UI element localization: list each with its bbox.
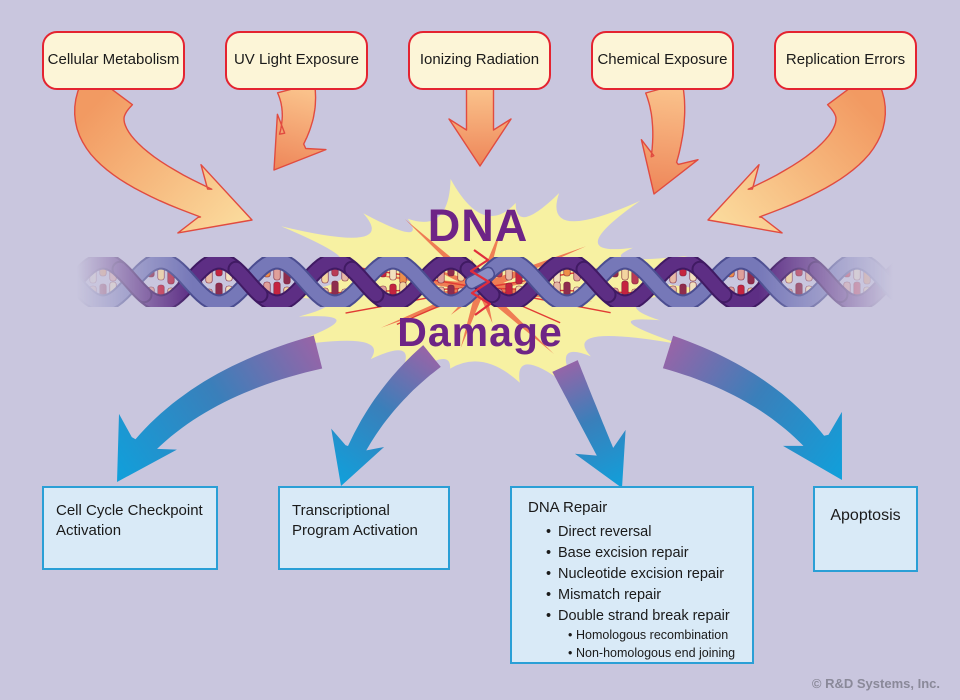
title-dna: DNA <box>427 200 529 251</box>
dna-repair-item: Double strand break repair <box>528 606 744 627</box>
dna-repair-item: Nucleotide excision repair <box>528 564 744 585</box>
copyright-credit: © R&D Systems, Inc. <box>811 676 940 691</box>
helix-strand <box>113 262 151 302</box>
response-arrow-cell-cycle <box>117 335 323 482</box>
dna-repair-title: DNA Repair <box>528 499 608 516</box>
response-arrow-transcription <box>331 345 441 486</box>
cause-arrow-chemical-exposure <box>640 82 699 195</box>
crack-zigzag <box>469 249 492 316</box>
cause-arrow-replication-errors <box>707 70 886 234</box>
response-box-cell-cycle-checkpoint: Cell Cycle Checkpoint Activation <box>42 486 218 570</box>
response-arrows <box>117 335 842 488</box>
helix-strand <box>229 262 267 302</box>
cause-box-ionizing-radiation: Ionizing Radiation <box>408 31 551 90</box>
helix-strand <box>809 262 847 302</box>
cause-arrow-uv-light <box>273 82 327 171</box>
response-label: Apoptosis <box>830 507 901 524</box>
cause-label: Cellular Metabolism <box>47 51 180 69</box>
cause-box-chemical-exposure: Chemical Exposure <box>591 31 734 90</box>
dna-repair-subitem: Homologous recombination <box>528 627 744 645</box>
helix-strand <box>345 262 383 302</box>
cause-box-uv-light-exposure: UV Light Exposure <box>225 31 368 90</box>
dna-repair-item: Base excision repair <box>528 543 744 564</box>
dna-repair-item: Mismatch repair <box>528 585 744 606</box>
broken-strand-fragment <box>464 266 496 290</box>
response-box-apoptosis: Apoptosis <box>813 486 918 572</box>
cause-label: Chemical Exposure <box>597 51 728 69</box>
dna-repair-subitem: Non-homologous end joining <box>528 645 744 663</box>
cause-box-cellular-metabolism: Cellular Metabolism <box>42 31 185 90</box>
cause-label: Ionizing Radiation <box>419 51 540 69</box>
cause-box-replication-errors: Replication Errors <box>774 31 917 90</box>
cause-label: Replication Errors <box>785 51 906 69</box>
dna-break-crack <box>464 249 496 316</box>
cause-label: UV Light Exposure <box>233 51 360 69</box>
response-box-transcriptional-program: Transcriptional Program Activation <box>278 486 450 570</box>
response-label: Cell Cycle Checkpoint Activation <box>56 502 203 540</box>
response-label: Transcriptional Program Activation <box>292 502 418 540</box>
cause-arrow-cellular-metabolism <box>74 70 253 234</box>
dna-repair-item: Direct reversal <box>528 522 744 543</box>
cause-arrows <box>74 70 886 234</box>
cause-arrow-ionizing-radiation <box>448 88 512 167</box>
title-damage: Damage <box>397 309 563 355</box>
response-arrow-dna-repair <box>552 360 626 488</box>
helix-strand <box>693 262 731 302</box>
helix-strand <box>577 262 615 302</box>
response-arrow-apoptosis <box>662 335 842 480</box>
dna-repair-list: Direct reversalBase excision repairNucle… <box>528 522 744 662</box>
response-box-dna-repair: DNA Repair Direct reversalBase excision … <box>510 486 754 664</box>
